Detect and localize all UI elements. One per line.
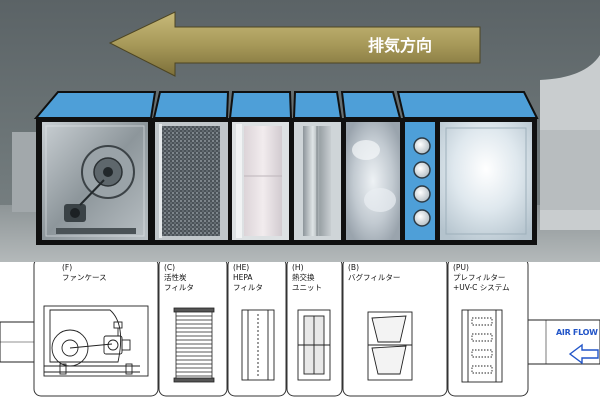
airflow-label: AIR FLOW bbox=[556, 328, 598, 337]
schematic-hepa-drawing bbox=[241, 309, 275, 381]
module-box-hepa bbox=[227, 262, 287, 397]
duct-shadow bbox=[540, 130, 600, 210]
module-label-fan: (F) ファンケース bbox=[62, 263, 107, 283]
module-code: (H) bbox=[292, 263, 304, 272]
schematic-fan-drawing bbox=[43, 305, 149, 377]
gauge-icon bbox=[413, 161, 431, 179]
gauge-icon bbox=[413, 209, 431, 227]
unit-render: 排気方向 bbox=[0, 0, 600, 262]
airflow-arrow-icon bbox=[568, 343, 599, 365]
module-code: (HE) bbox=[233, 263, 250, 272]
module-name: バグフィルター bbox=[348, 273, 401, 282]
module-label-bag: (B) バグフィルター bbox=[348, 263, 400, 283]
exhaust-direction-arrow: 排気方向 bbox=[108, 11, 481, 77]
module-label-carbon: (C) 活性炭 フィルタ bbox=[164, 263, 194, 293]
module-label-heat: (H) 熱交換 ユニット bbox=[292, 263, 322, 293]
module-label-prefilter: (PU) プレフィルター +UV-C システム bbox=[453, 263, 510, 293]
prefilter-uvc-module bbox=[405, 122, 532, 240]
module-name: HEPA フィルタ bbox=[233, 273, 263, 292]
module-name: プレフィルター +UV-C システム bbox=[453, 273, 510, 292]
module-code: (B) bbox=[348, 263, 359, 272]
schematic-carbon-drawing bbox=[173, 307, 215, 383]
schematic-svg bbox=[0, 262, 600, 397]
module-name: 熱交換 ユニット bbox=[292, 273, 322, 292]
fan-case-module bbox=[42, 122, 148, 240]
gauge-icon bbox=[413, 137, 431, 155]
unit-render-svg: 排気方向 bbox=[0, 0, 600, 262]
module-name: 活性炭 フィルタ bbox=[164, 273, 194, 292]
exhaust-direction-label: 排気方向 bbox=[368, 36, 432, 55]
module-name: ファンケース bbox=[62, 273, 107, 282]
schematic-heat-drawing bbox=[297, 309, 331, 381]
module-code: (F) bbox=[62, 263, 73, 272]
bag-filter-module bbox=[346, 122, 400, 240]
schematic-bag-drawing bbox=[367, 311, 413, 381]
module-schematic: (F) ファンケース (C) 活性炭 フィルタ (HE) HEPA フィルタ (… bbox=[0, 262, 600, 400]
gauge-icon bbox=[413, 185, 431, 203]
carbon-filter-module bbox=[155, 122, 228, 240]
module-label-hepa: (HE) HEPA フィルタ bbox=[233, 263, 263, 293]
housing-top bbox=[33, 91, 539, 119]
module-code: (C) bbox=[164, 263, 176, 272]
hepa-filter-module bbox=[232, 122, 289, 240]
module-code: (PU) bbox=[453, 263, 469, 272]
module-box-fan bbox=[33, 262, 159, 397]
schematic-prefilter-drawing bbox=[461, 309, 503, 383]
heat-exchanger-module bbox=[294, 122, 341, 240]
